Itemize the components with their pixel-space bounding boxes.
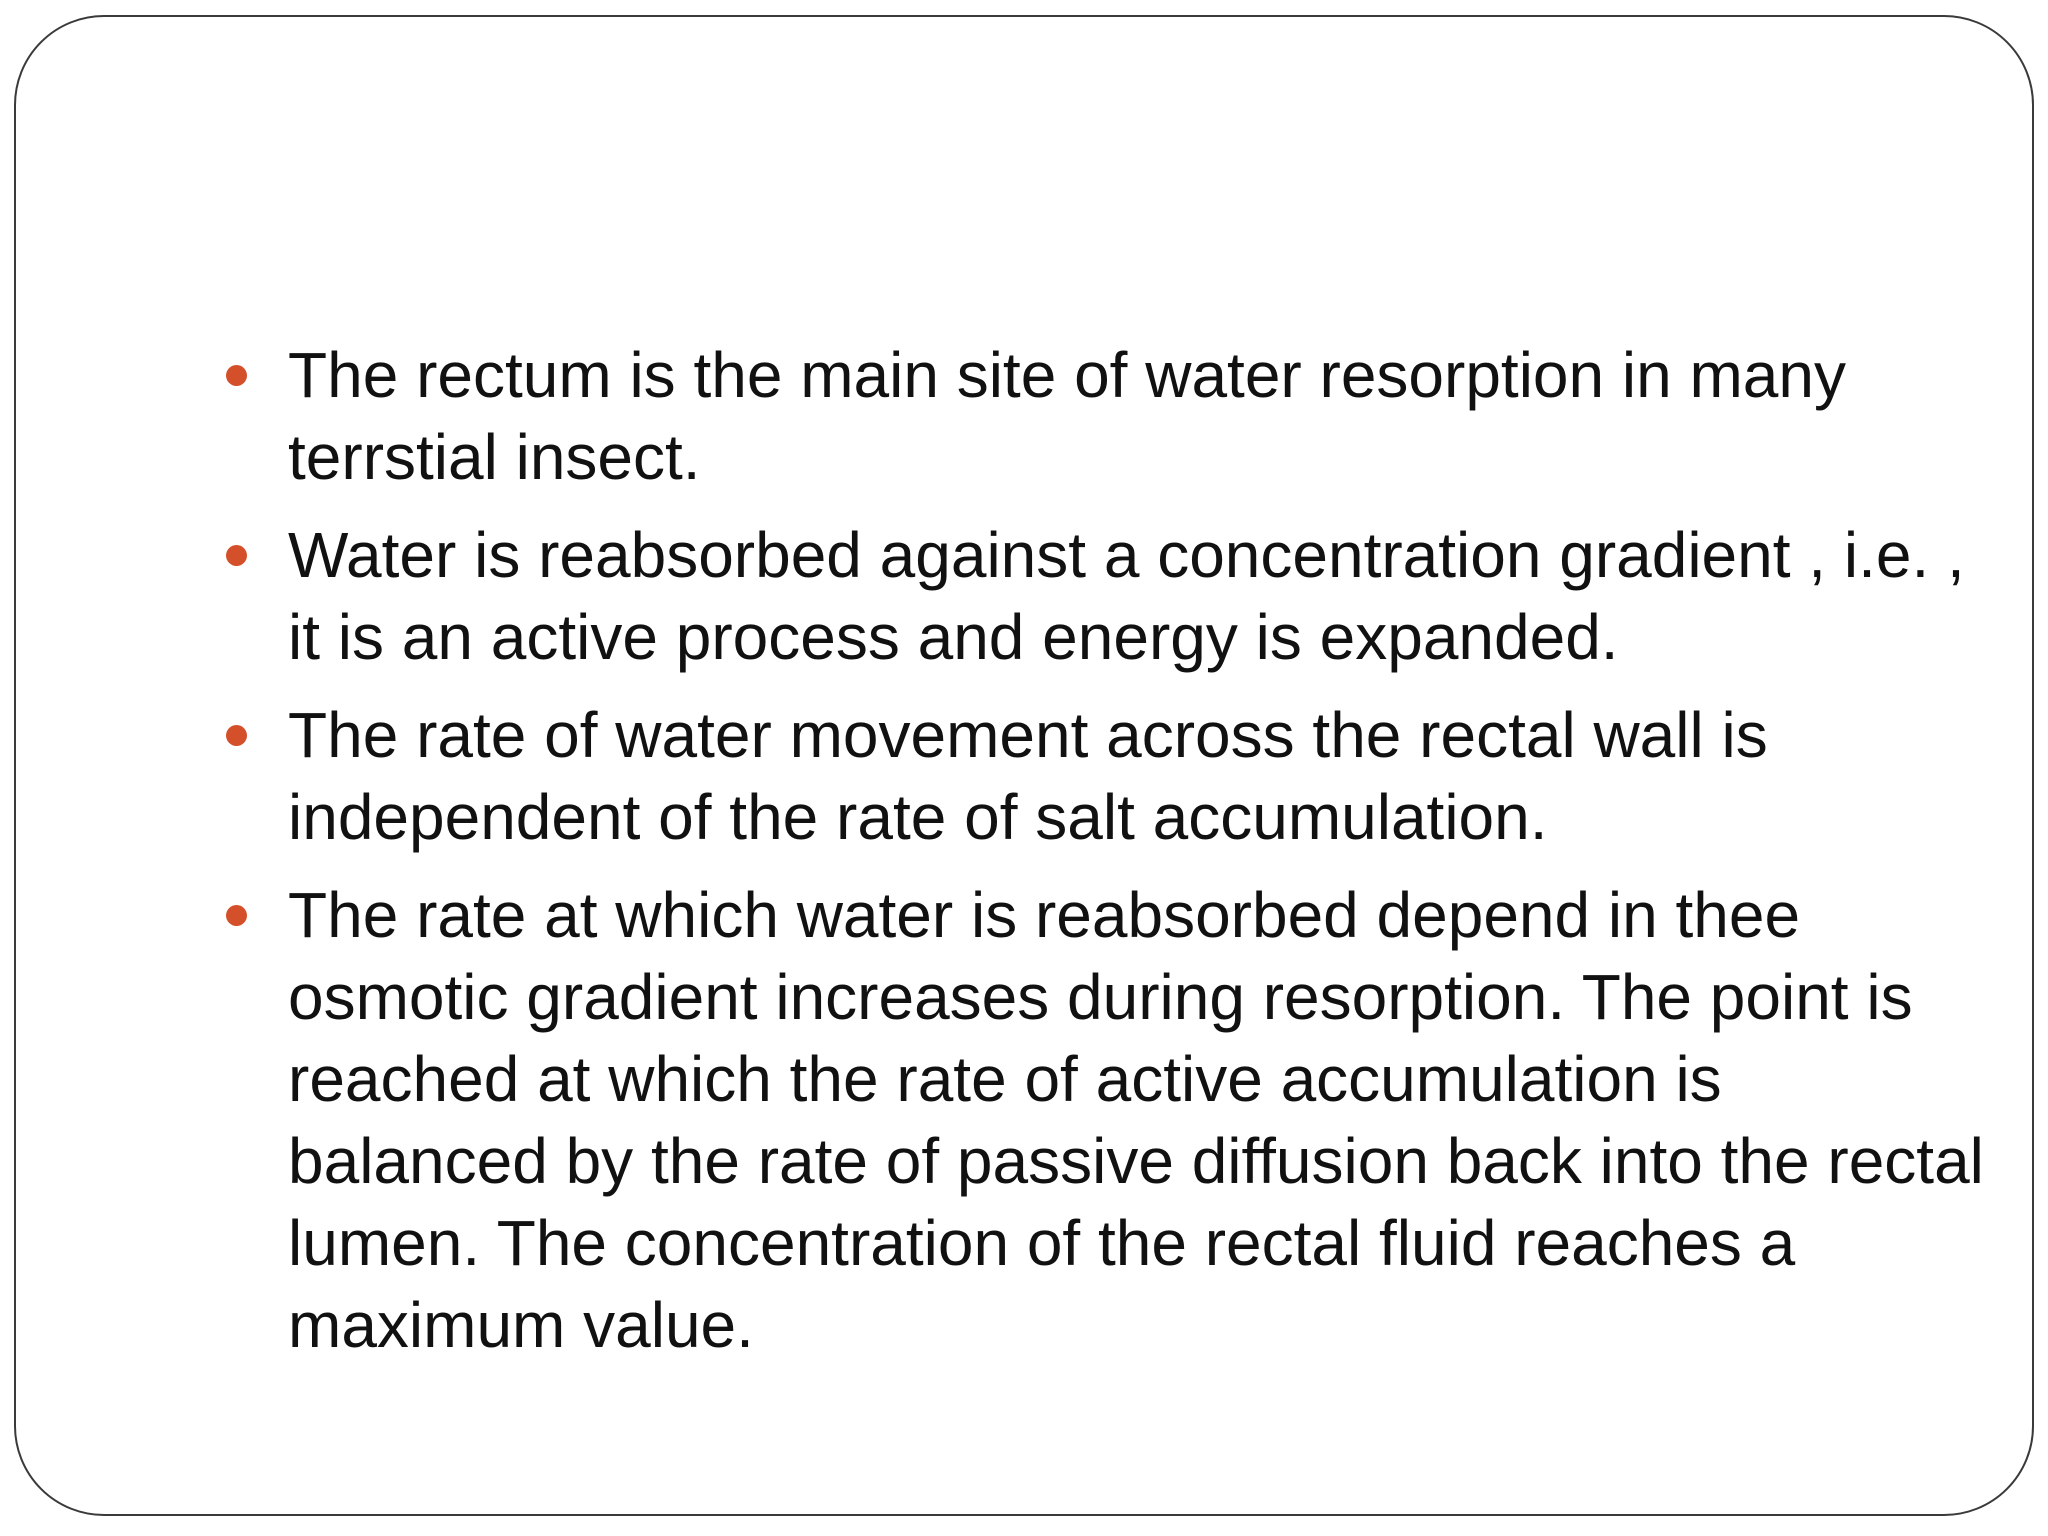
- bullet-text-4: The rate at which water is reabsorbed de…: [288, 879, 1984, 1361]
- bullet-text-1: The rectum is the main site of water res…: [288, 339, 1846, 493]
- bullet-item-4: The rate at which water is reabsorbed de…: [226, 874, 1988, 1366]
- bullet-item-2: Water is reabsorbed against a concentrat…: [226, 514, 1988, 678]
- bullet-list: The rectum is the main site of water res…: [226, 334, 1988, 1366]
- bullet-text-2: Water is reabsorbed against a concentrat…: [288, 519, 1965, 673]
- slide-frame: [14, 15, 2034, 1516]
- bullet-item-1: The rectum is the main site of water res…: [226, 334, 1988, 498]
- bullet-dot-icon: [226, 365, 247, 386]
- bullet-item-3: The rate of water movement across the re…: [226, 694, 1988, 858]
- bullet-dot-icon: [226, 905, 247, 926]
- bullet-dot-icon: [226, 725, 247, 746]
- bullet-text-3: The rate of water movement across the re…: [288, 699, 1768, 853]
- bullet-dot-icon: [226, 545, 247, 566]
